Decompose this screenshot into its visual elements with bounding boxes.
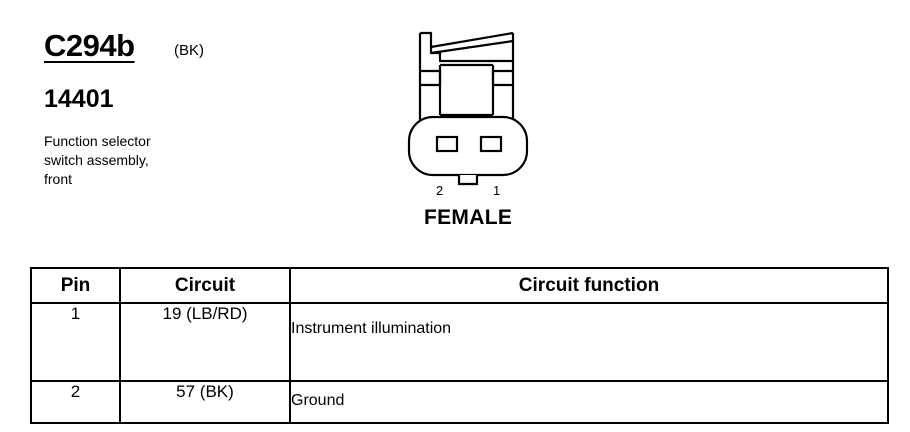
cell-pin: 2 xyxy=(30,380,121,424)
cell-circuit-function: Ground xyxy=(289,380,889,424)
header-circuit-function: Circuit function xyxy=(289,267,889,304)
connector-color-code: (BK) xyxy=(174,42,204,59)
connector-body xyxy=(407,115,529,177)
description-line: Function selector xyxy=(44,133,151,149)
table-row: 2 57 (BK) Ground xyxy=(30,380,889,424)
connector-face-drawing xyxy=(407,31,529,186)
latch-inner-body xyxy=(438,63,495,115)
cell-circuit-function: Instrument illumination xyxy=(289,302,889,382)
part-number: 14401 xyxy=(44,85,114,113)
cell-pin: 1 xyxy=(30,302,121,382)
cell-circuit: 57 (BK) xyxy=(119,380,291,424)
header-pin: Pin xyxy=(30,267,121,304)
header-circuit: Circuit xyxy=(119,267,291,304)
pin-label-2: 2 xyxy=(436,183,444,198)
latch-ramp xyxy=(430,31,514,55)
pin-label-1: 1 xyxy=(493,183,501,198)
connector-id: C294b xyxy=(44,28,135,63)
pinout-table: Pin Circuit Circuit function 1 19 (LB/RD… xyxy=(30,267,889,424)
latch-tab-right xyxy=(491,69,513,87)
latch-tab-left xyxy=(420,69,442,87)
cell-circuit: 19 (LB/RD) xyxy=(119,302,291,382)
connector-gender: FEMALE xyxy=(424,206,513,229)
component-description: Function selector switch assembly, front xyxy=(44,132,204,189)
keyway xyxy=(457,175,479,186)
table-row: 1 19 (LB/RD) Instrument illumination xyxy=(30,302,889,382)
description-line: switch assembly, xyxy=(44,152,149,168)
table-header-row: Pin Circuit Circuit function xyxy=(30,267,889,304)
cavity-1 xyxy=(479,135,503,153)
cavity-2 xyxy=(435,135,459,153)
description-line: front xyxy=(44,171,73,187)
